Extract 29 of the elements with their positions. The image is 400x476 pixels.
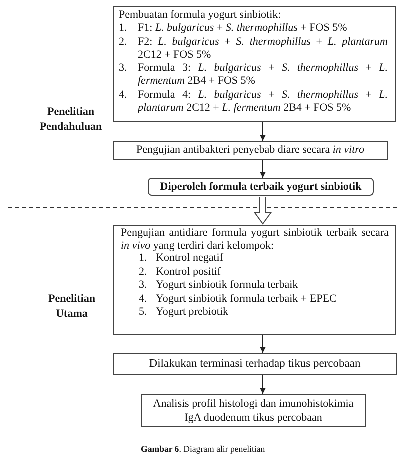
list-item: 5. Yogurt prebiotik	[138, 306, 230, 320]
process-box	[113, 6, 396, 122]
list-item: 1. F1: L. bulgaricus + S. thermophillus + FOS 5%	[119, 22, 348, 36]
box-heading: Pembuatan formula yogurt sinbiotik:	[119, 9, 282, 22]
list-item: 2. F2: L. bulgaricus + S. thermophillus + L. plantarum 2C12 + FOS 5%	[119, 36, 388, 62]
box-text: Dilakukan terminasi terhadap tikus percobaan	[149, 357, 361, 371]
list-item: 2. Kontrol positif	[138, 266, 222, 279]
figure-caption: Gambar 6. Diagram alir penelitian	[141, 444, 266, 454]
arrow	[260, 334, 266, 354]
list-item: 1. Kontrol negatif	[138, 252, 225, 266]
list-item: 4. Formula 4: L. bulgaricus + S. thermophillus + L. plantarum 2C12 + L. fermentum 2B4 + FOS 5%	[119, 88, 388, 116]
list-item: 3. Yogurt sinbiotik formula terbaik	[138, 279, 300, 292]
arrow	[260, 160, 266, 178]
process-box	[113, 141, 388, 160]
process-box	[113, 353, 397, 375]
box-text: Analisis profil histologi dan imunohistokimia IgA duodenum tikus percobaan	[152, 396, 355, 424]
list-item: 4. Yogurt sinbiotik formula terbaik + EPEC	[138, 292, 338, 306]
arrow	[260, 374, 266, 394]
box-heading: Pengujian antidiare formula yogurt sinbiotik terbaik secara in vivo yang terdiri dari kelompok:	[121, 227, 389, 252]
section-label: Penelitian Utama	[47, 292, 97, 322]
box-text: Pengujian antibakteri penyebab diare secara in vitro	[136, 144, 365, 157]
process-box	[148, 178, 374, 196]
process-box	[113, 225, 396, 335]
section-label: Penelitian Pendahuluan	[38, 105, 104, 135]
process-box	[141, 394, 366, 427]
box-text: Diperoleh formula terbaik yogurt sinbiotik	[160, 180, 362, 194]
hollow-arrow	[254, 196, 272, 225]
arrow	[260, 122, 266, 142]
list-item: 3. Formula 3: L. bulgaricus + S. thermophillus + L. fermentum 2B4 + FOS 5%	[119, 62, 388, 89]
